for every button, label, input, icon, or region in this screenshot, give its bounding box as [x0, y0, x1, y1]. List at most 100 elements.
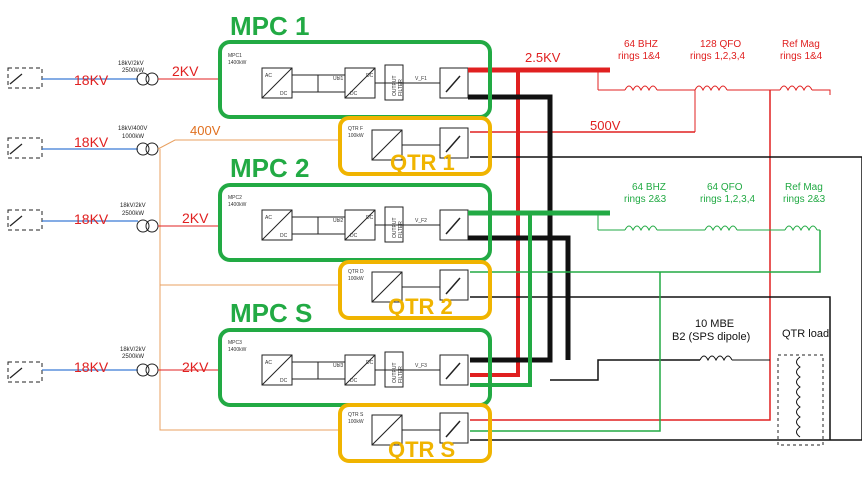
mbe-label: 10 MBE [695, 318, 734, 330]
inductor-icon [784, 225, 818, 232]
svg-text:DC: DC [280, 233, 288, 239]
svg-text:FILTER: FILTER [398, 366, 404, 383]
transformer-ratio: 18kV/2kV [120, 203, 146, 209]
svg-text:OUTPUT: OUTPUT [392, 75, 398, 96]
load-label: 64 QFO [707, 182, 743, 193]
breaker-box [7, 209, 43, 231]
load-label: 64 BHZ [632, 182, 666, 193]
svg-text:DC: DC [280, 91, 288, 97]
feeder-voltage: 18KV [74, 72, 109, 88]
inductor-icon [796, 356, 801, 438]
qtr-title: QTR 2 [388, 294, 453, 319]
mpc-power: 1400kW [228, 60, 247, 66]
svg-text:Ubl1: Ubl1 [333, 76, 344, 82]
feeder-voltage: 18KV [74, 134, 109, 150]
mpc-power: 1400kW [228, 202, 247, 208]
svg-text:OUTPUT: OUTPUT [392, 362, 398, 383]
svg-text:DC: DC [350, 378, 358, 384]
transformer-power: 2500kW [122, 68, 144, 74]
inductor-icon [779, 85, 813, 92]
feeder-voltage: 18KV [74, 211, 109, 227]
transformer-ratio: 18kV/2kV [118, 61, 144, 67]
qtr-title: QTR 1 [390, 150, 455, 175]
svg-text:AC: AC [265, 360, 272, 366]
feeder-2: 18KV 18kV/400V 1000kW 400V [7, 123, 340, 431]
mpc-2: MPC2 1400kW AC DC Ubl2 DC DC OUTPUT FILT… [218, 153, 492, 262]
qtr-load-label: QTR load [782, 328, 829, 340]
feeder-output-voltage: 2KV [182, 359, 209, 375]
transformer-power: 1000kW [122, 134, 144, 140]
load-label: rings 1,2,3,4 [690, 51, 745, 62]
bus-voltage-500v: 500V [590, 118, 621, 133]
inductor-icon [704, 225, 738, 232]
feeder-output-voltage: 2KV [172, 63, 199, 79]
qtr-1: QTR F 100kW QTR 1 [338, 116, 492, 176]
mpc-name: MPC2 [228, 195, 242, 201]
switch-icon [439, 354, 469, 386]
qtr-s: QTR S 100kW QTR S [338, 403, 492, 463]
feeder-voltage: 18KV [74, 359, 109, 375]
breaker-box [7, 361, 43, 383]
qtr-1-frame [338, 116, 492, 176]
mbe-load: 10 MBE B2 (SPS dipole) [672, 318, 770, 362]
transformer-power: 2500kW [122, 211, 144, 217]
load-label: 64 BHZ [624, 39, 658, 50]
breaker-switch [9, 215, 23, 227]
svg-text:V_F1: V_F1 [415, 76, 427, 82]
qtr-power: 100kW [348, 133, 364, 139]
feeder-1: 18KV 18kV/2kV 2500kW 2KV [7, 61, 220, 89]
mpc-title: MPC S [230, 298, 312, 328]
breaker-switch [9, 367, 23, 379]
svg-text:FILTER: FILTER [398, 221, 404, 238]
mpc-s: MPC3 1400kW AC DC Ubl3 DC DC OUTPUT FILT… [218, 298, 492, 407]
svg-text:DC: DC [350, 233, 358, 239]
svg-text:DC: DC [366, 360, 374, 366]
output-buses [470, 67, 862, 441]
svg-text:Ubl3: Ubl3 [333, 363, 344, 369]
svg-text:DC: DC [350, 91, 358, 97]
load-label: rings 1,2,3,4 [700, 194, 755, 205]
svg-text:Ubl2: Ubl2 [333, 218, 344, 224]
qtr-load: QTR load [777, 328, 829, 446]
qtr-s-frame [338, 403, 492, 463]
load-label: rings 2&3 [783, 194, 826, 205]
feeder-output-voltage: 2KV [182, 210, 209, 226]
breaker-box [7, 67, 43, 89]
qtr-name: QTR S [348, 412, 364, 418]
inductor-icon [699, 355, 733, 362]
mpc-name: MPC1 [228, 53, 242, 59]
feeder-4: 18KV 18kV/2kV 2500kW 2KV [7, 347, 220, 383]
inductor-icon [694, 85, 728, 92]
svg-text:AC: AC [265, 215, 272, 221]
transformer-icon [136, 142, 150, 156]
inductor-icon [624, 85, 658, 92]
load-label: Ref Mag [782, 39, 820, 50]
load-label: 128 QFO [700, 39, 741, 50]
mpc-power: 1400kW [228, 347, 247, 353]
svg-text:FILTER: FILTER [398, 79, 404, 96]
mpc-title: MPC 1 [230, 11, 309, 41]
load-label: rings 1&4 [780, 51, 823, 62]
transformer-icon [136, 219, 150, 233]
mpc-1: MPC1 1400kW AC DC Ubl1 DC DC OUTPUT FILT… [218, 11, 492, 119]
svg-text:DC: DC [280, 378, 288, 384]
breaker-switch [9, 143, 23, 155]
qtr-2-frame [338, 260, 492, 320]
qtr-power: 100kW [348, 276, 364, 282]
qtr-2: QTR D 100kW QTR 2 [338, 260, 492, 320]
feeder-3: 18KV 18kV/2kV 2500kW 2KV [7, 203, 220, 233]
svg-text:AC: AC [265, 73, 272, 79]
bus-voltage-2.5kv: 2.5KV [525, 50, 561, 65]
breaker-box [7, 137, 43, 159]
qtr-power: 100kW [348, 419, 364, 425]
breaker-switch [9, 73, 23, 85]
transformer-power: 2500kW [122, 354, 144, 360]
inductor-icon [624, 225, 658, 232]
green-load-chain: 64 BHZ rings 2&3 64 QFO rings 1,2,3,4 Re… [597, 182, 826, 232]
red-load-chain: 64 BHZ rings 1&4 128 QFO rings 1,2,3,4 R… [597, 39, 831, 132]
transformer-ratio: 18kV/400V [118, 126, 147, 132]
mpc-title: MPC 2 [230, 153, 309, 183]
switch-icon [439, 209, 469, 241]
feeder-output-voltage: 400V [190, 123, 221, 138]
